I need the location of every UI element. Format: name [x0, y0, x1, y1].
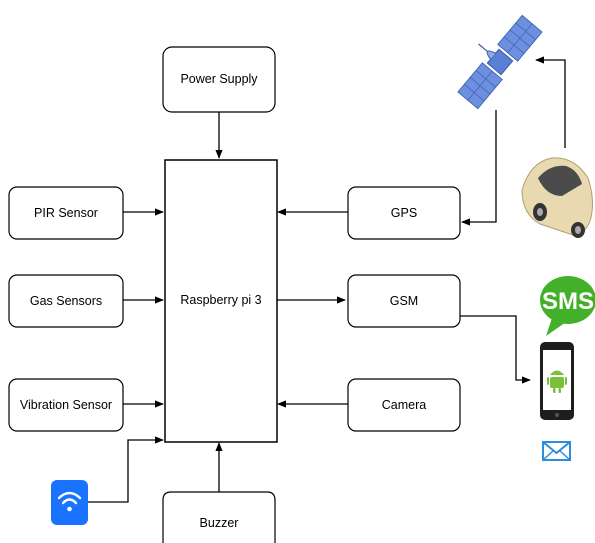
gsm-block: GSM [347, 274, 461, 328]
wifi-icon [51, 480, 88, 525]
gps-label: GPS [391, 206, 417, 220]
buzzer-block: Buzzer [162, 491, 276, 543]
gsm-to-phone-arrow [460, 315, 531, 384]
raspberry-pi-block: Raspberry pi 3 [164, 159, 278, 443]
connectors [88, 56, 566, 503]
car-icon [521, 157, 593, 238]
power-supply-label: Power Supply [180, 72, 258, 86]
satellite-icon [457, 14, 543, 110]
gsm-label: GSM [390, 294, 418, 308]
pir-sensor-block: PIR Sensor [8, 186, 124, 240]
camera-block: Camera [347, 378, 461, 432]
gas-sensors-block: Gas Sensors [8, 274, 124, 328]
android-phone-icon [540, 342, 574, 420]
camera-label: Camera [382, 398, 427, 412]
vibration-sensor-block: Vibration Sensor [8, 378, 124, 432]
satellite-to-gps-arrow [461, 110, 497, 226]
pir-sensor-label: PIR Sensor [34, 206, 98, 220]
car-to-satellite-arrow [535, 56, 566, 148]
buzzer-label: Buzzer [200, 516, 239, 530]
power-supply-block: Power Supply [162, 46, 276, 113]
raspberry-pi-label: Raspberry pi 3 [180, 293, 261, 307]
sms-bubble-icon: SMS [540, 276, 595, 336]
gps-block: GPS [347, 186, 461, 240]
vibration-sensor-label: Vibration Sensor [20, 398, 112, 412]
wifi-to-pi-arrow [88, 436, 164, 503]
sms-label: SMS [542, 288, 594, 315]
mail-icon [542, 441, 571, 461]
gas-sensors-label: Gas Sensors [30, 294, 102, 308]
